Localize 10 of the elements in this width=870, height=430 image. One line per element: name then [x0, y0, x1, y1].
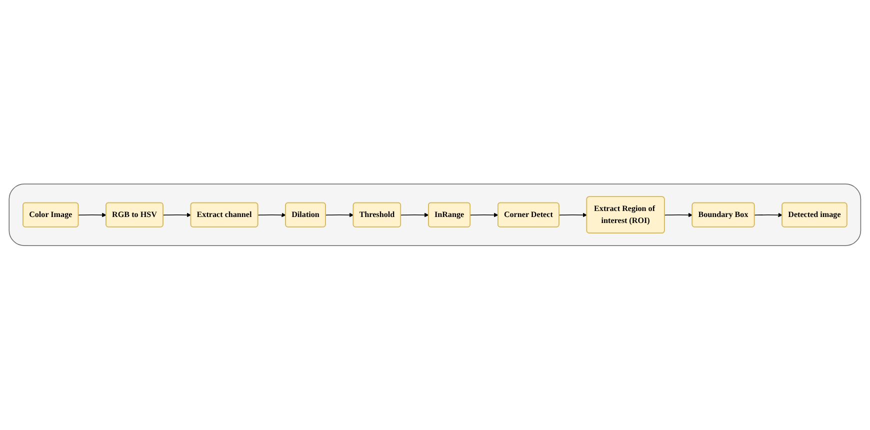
- cluster: [8, 184, 862, 246]
- arrow: [470, 212, 498, 218]
- arrow: [325, 212, 354, 218]
- arrow: [78, 212, 107, 218]
- arrow: [258, 212, 286, 218]
- arrow: [754, 212, 783, 218]
- arrow: [558, 212, 588, 218]
- arrow: [162, 212, 192, 218]
- arrow: [664, 212, 693, 218]
- arrow: [400, 212, 429, 218]
